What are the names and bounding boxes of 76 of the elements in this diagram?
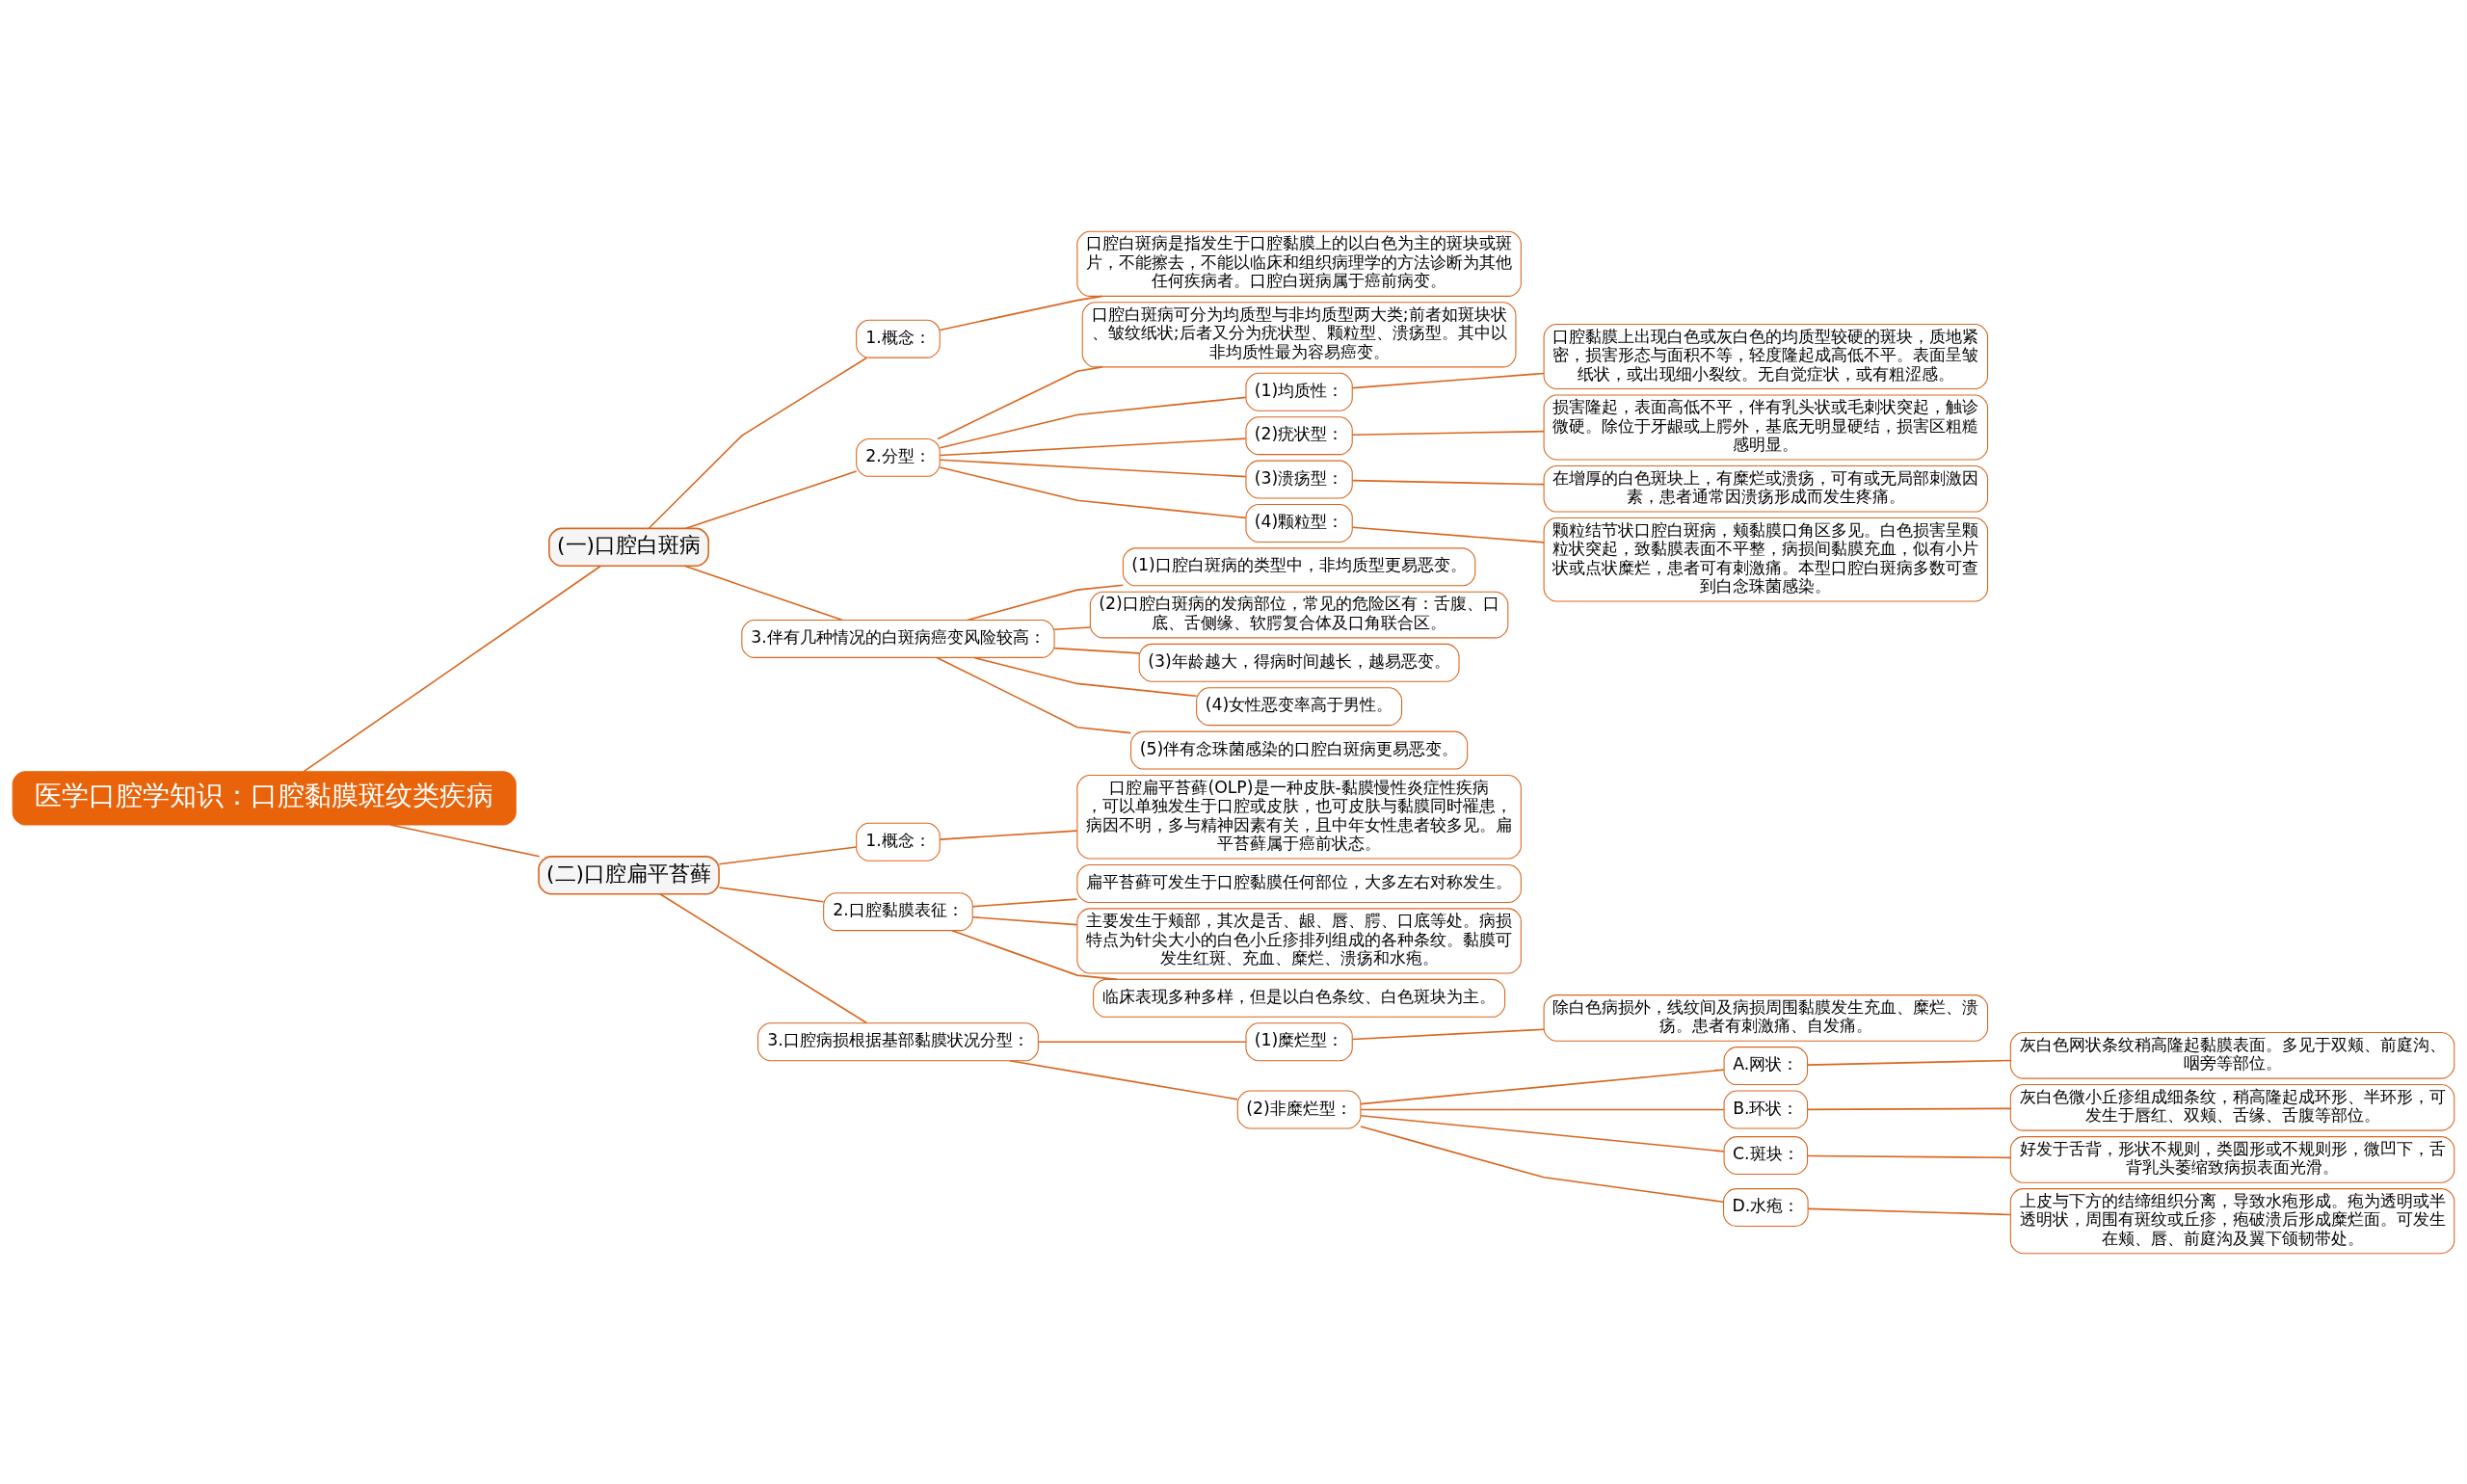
connector bbox=[939, 437, 1247, 456]
node-box: 临床表现多种多样，但是以白色条纹、白色斑块为主。 bbox=[1093, 978, 1506, 1018]
node-box: 主要发生于颊部，其次是舌、龈、唇、腭、口底等处。病损特点为针尖大小的白色小丘疹排列组成的各种条纹。黏膜可发生红斑、充血、糜烂、溃疡和水疱。 bbox=[1076, 907, 1522, 973]
connector bbox=[389, 823, 541, 858]
node-box: (3)溃疡型： bbox=[1245, 460, 1353, 499]
connector bbox=[683, 565, 843, 621]
connector bbox=[1053, 625, 1091, 630]
connector bbox=[971, 915, 1078, 925]
node-box: 口腔扁平苔藓(OLP)是一种皮肤-黏膜慢性炎症性疾病，可以单独发生于口腔或皮肤，也可皮肤与黏膜同时罹患，病因不明，多与精神因素有关，且中年女性患者较多见。扁平苔藓属于癌前状态。 bbox=[1076, 774, 1522, 860]
node-box: C.斑块： bbox=[1723, 1135, 1809, 1175]
node-box: 好发于舌背，形状不规则，类圆形或不规则形，微凹下，舌背乳头萎缩致病损表面光滑。 bbox=[2009, 1135, 2455, 1183]
node-box: 医学口腔学知识：口腔黏膜斑纹类疾病 bbox=[12, 770, 517, 825]
node-box: 口腔白斑病可分为均质型与非均质型两大类;前者如斑块状、皱纹纸状;后者又分为疣状型、颗粒型、溃疡型。其中以非均质性最为容易癌变。 bbox=[1081, 301, 1517, 367]
connector bbox=[971, 897, 1078, 908]
connector bbox=[659, 892, 868, 1023]
connector bbox=[1360, 1068, 1725, 1104]
node-box: 颗粒结节状口腔白斑病，颊黏膜口角区多见。白色损害呈颗粒状突起，致黏膜表面不平整，病损间黏膜充血，似有小片状或点状糜烂，患者可有刺激痛。本型口腔白斑病多数可查到白念珠菌感染。 bbox=[1543, 517, 1989, 602]
node-box: (1)糜烂型： bbox=[1245, 1021, 1353, 1061]
connector bbox=[684, 469, 858, 529]
connector bbox=[973, 656, 1198, 697]
connector bbox=[1806, 1154, 2011, 1158]
connector bbox=[1053, 647, 1140, 654]
node-box: 3.伴有几种情况的白斑病癌变风险较高： bbox=[741, 619, 1055, 658]
node-box: (一)口腔白斑病 bbox=[548, 527, 710, 567]
node-box: 扁平苔藓可发生于口腔黏膜任何部位，大多左右对称发生。 bbox=[1076, 863, 1522, 903]
node-box: D.水疱： bbox=[1723, 1187, 1809, 1227]
connector bbox=[939, 465, 1247, 518]
connector bbox=[1360, 1114, 1725, 1153]
connector bbox=[967, 583, 1125, 621]
connector bbox=[1360, 1108, 1725, 1110]
connector bbox=[718, 886, 825, 902]
node-box: B.环状： bbox=[1723, 1090, 1809, 1128]
node-box: (2)疣状型： bbox=[1245, 415, 1353, 455]
connector bbox=[1360, 1125, 1724, 1203]
connector bbox=[951, 929, 1119, 980]
connector bbox=[936, 656, 1132, 733]
node-box: (4)女性恶变率高于男性。 bbox=[1196, 686, 1403, 726]
connector bbox=[1806, 1059, 2011, 1066]
node-box: 3.口腔病损根据基部黏膜状况分型： bbox=[757, 1021, 1039, 1061]
node-box: 口腔白斑病是指发生于口腔黏膜上的以白色为主的斑块或斑片，不能擦去，不能以临床和组织病理学的方法诊断为其他任何疾病者。口腔白斑病属于癌前病变。 bbox=[1076, 230, 1522, 297]
node-box: 2.分型： bbox=[856, 437, 941, 477]
connector bbox=[718, 845, 858, 865]
connector bbox=[648, 356, 868, 529]
node-box: 除白色病损外，线纹间及病损周围黏膜发生充血、糜烂、溃疡。患者有刺激痛、自发痛。 bbox=[1543, 994, 1989, 1042]
node-box: (4)颗粒型： bbox=[1245, 503, 1353, 543]
connector bbox=[1351, 1027, 1545, 1040]
connector bbox=[1351, 525, 1545, 543]
node-box: (1)口腔白斑病的类型中，非均质型更易恶变。 bbox=[1122, 546, 1476, 586]
node-box: 2.口腔黏膜表征： bbox=[823, 891, 973, 931]
node-box: (2)口腔白斑病的发病部位，常见的危险区有：舌腹、口底、舌侧缘、软腭复合体及口角联合区。 bbox=[1089, 591, 1509, 638]
node-box: 灰白色微小丘疹组成细条纹，稍高隆起成环形、半环形，可发生于唇红、双颊、舌缘、舌腹等部位。 bbox=[2009, 1083, 2455, 1131]
node-box: (5)伴有念珠菌感染的口腔白斑病更易恶变。 bbox=[1130, 730, 1469, 770]
node-box: 1.概念： bbox=[856, 822, 941, 861]
connector bbox=[939, 829, 1078, 840]
connector bbox=[1351, 430, 1545, 436]
node-box: (2)非糜烂型： bbox=[1236, 1090, 1362, 1128]
connector bbox=[1351, 479, 1545, 485]
node-box: (1)均质性： bbox=[1245, 372, 1353, 411]
node-box: 在增厚的白色斑块上，有糜烂或溃疡，可有或无局部刺激因素，患者通常因溃疡形成而发生疼痛。 bbox=[1543, 464, 1989, 513]
connector bbox=[1351, 372, 1545, 388]
node-box: 损害隆起，表面高低不平，伴有乳头状或毛刺状突起，触诊微硬。除位于牙龈或上腭外，基底无明显硬结，损害区粗糙感明显。 bbox=[1543, 393, 1989, 461]
node-box: 灰白色网状条纹稍高隆起黏膜表面。多见于双颊、前庭沟、咽旁等部位。 bbox=[2009, 1031, 2455, 1079]
node-box: 上皮与下方的结缔组织分离，导致水疱形成。疱为透明或半透明状，周围有斑纹或丘疹，疱破溃后形成糜烂面。可发生在颊、唇、前庭沟及翼下颌韧带处。 bbox=[2009, 1187, 2455, 1254]
node-box: A.网状： bbox=[1723, 1046, 1809, 1085]
connector bbox=[1037, 1040, 1247, 1043]
node-box: (3)年龄越大，得病时间越长，越易恶变。 bbox=[1138, 643, 1460, 682]
connector bbox=[1009, 1059, 1238, 1100]
connector bbox=[1807, 1207, 2011, 1215]
connector bbox=[1806, 1107, 2011, 1110]
connector bbox=[939, 458, 1247, 477]
node-box: (二)口腔扁平苔藓 bbox=[538, 855, 720, 895]
connector bbox=[303, 565, 601, 772]
connector bbox=[939, 396, 1247, 448]
node-box: 1.概念： bbox=[856, 319, 941, 358]
node-box: 口腔黏膜上出现白色或灰白色的均质型较硬的斑块，质地紧密，损害形态与面积不等，轻度隆起成高低不平。表面呈皱纸状，或出现细小裂纹。无自觉症状，或有粗涩感。 bbox=[1543, 323, 1989, 389]
connector bbox=[937, 365, 1103, 439]
